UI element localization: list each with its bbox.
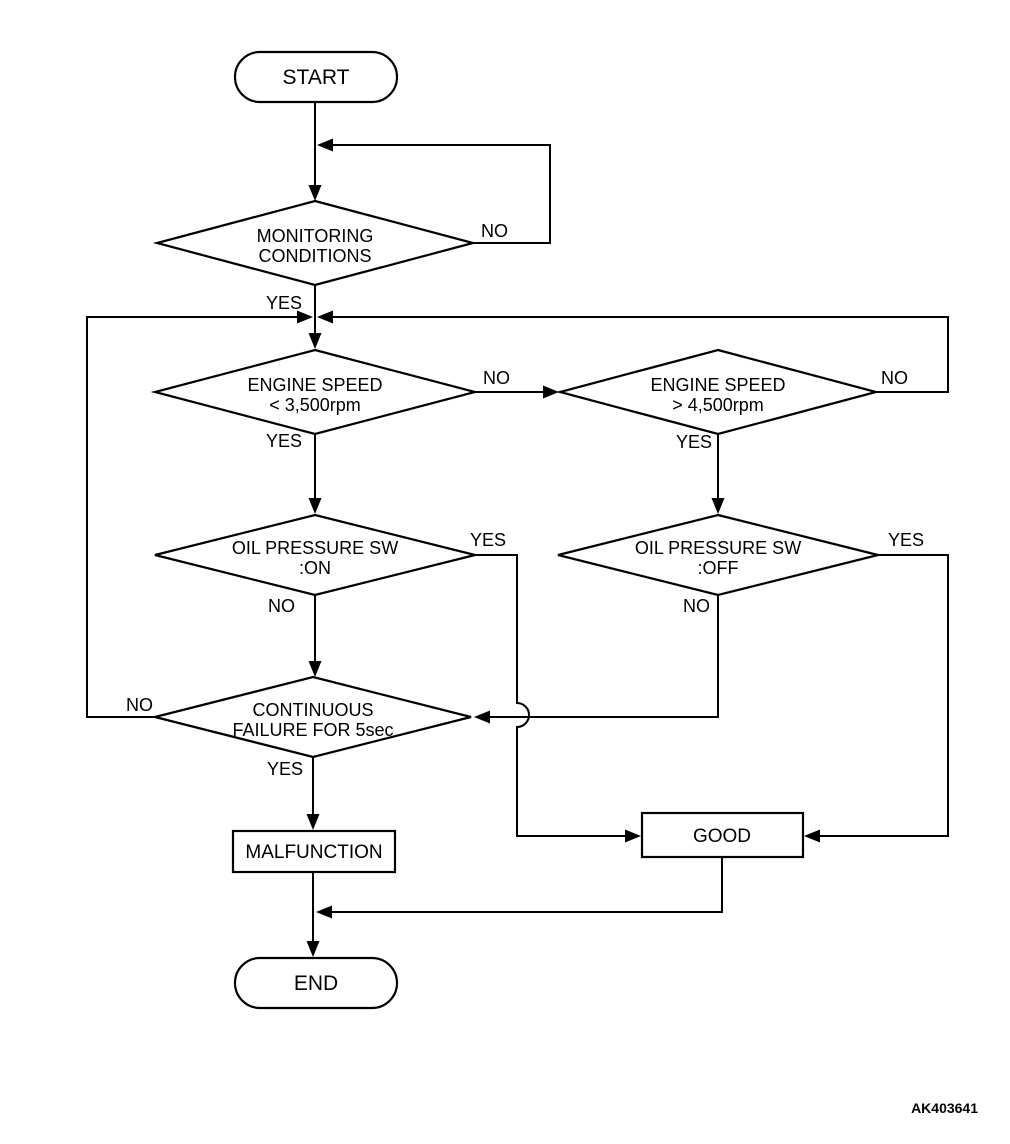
edge-monitoring-no-loop bbox=[333, 144, 551, 244]
engine-high-label-line1: ENGINE SPEED bbox=[650, 375, 785, 395]
label-engine-low-yes: YES bbox=[266, 431, 302, 451]
arrowhead-into-oil-off bbox=[711, 498, 725, 514]
edge-good-to-merge bbox=[332, 857, 723, 913]
arrowhead-into-engine-low bbox=[308, 333, 322, 349]
engine-high-label-line2: > 4,500rpm bbox=[672, 395, 764, 415]
arrowhead-into-oil-on bbox=[308, 498, 322, 514]
engine-low-diamond-shape bbox=[150, 348, 480, 436]
label-engine-high-no: NO bbox=[881, 368, 908, 388]
label-engine-high-yes: YES bbox=[676, 432, 712, 452]
engine-low-label-line2: < 3,500rpm bbox=[269, 395, 361, 415]
engine-high-diamond-shape bbox=[555, 348, 881, 436]
oil-off-label-line2: :OFF bbox=[698, 558, 739, 578]
edge-oil-off-no bbox=[490, 595, 719, 718]
figure-code: AK403641 bbox=[911, 1100, 978, 1116]
arrowhead-good-merge bbox=[316, 905, 332, 919]
arrowhead-into-continuous-right bbox=[474, 710, 490, 724]
edge-labels: NO YES NO YES NO YES YES NO YES NO NO YE… bbox=[126, 221, 924, 779]
arrowhead-into-malfunction bbox=[306, 814, 320, 830]
continuous-label-line2: FAILURE FOR 5sec bbox=[232, 720, 393, 740]
arrowhead-into-good-left bbox=[625, 829, 641, 843]
arrowhead-into-good-right bbox=[804, 829, 820, 843]
oil-on-diamond-shape bbox=[154, 513, 476, 597]
arrowhead-no-loop-merge bbox=[317, 138, 333, 152]
engine-low-label-line1: ENGINE SPEED bbox=[247, 375, 382, 395]
node-texts: START MONITORING CONDITIONS ENGINE SPEED… bbox=[232, 66, 801, 995]
good-box-label: GOOD bbox=[693, 826, 751, 847]
arrowheads bbox=[297, 138, 820, 957]
monitoring-label-line2: CONDITIONS bbox=[258, 246, 371, 266]
label-monitoring-yes: YES bbox=[266, 293, 302, 313]
label-oil-off-yes: YES bbox=[888, 530, 924, 550]
oil-off-label-line1: OIL PRESSURE SW bbox=[635, 538, 801, 558]
label-oil-on-no: NO bbox=[268, 596, 295, 616]
monitoring-diamond-shape bbox=[152, 199, 478, 287]
arrowhead-into-continuous-top bbox=[308, 661, 322, 677]
edge-oil-off-yes bbox=[820, 554, 949, 837]
malfunction-box-label: MALFUNCTION bbox=[245, 842, 382, 863]
good-box-shape bbox=[640, 811, 805, 859]
malfunction-box-shape bbox=[231, 829, 397, 874]
label-oil-off-no: NO bbox=[683, 596, 710, 616]
monitoring-label-line1: MONITORING bbox=[257, 226, 374, 246]
edge-oil-on-yes-bridge bbox=[475, 554, 625, 837]
oil-on-label-line2: :ON bbox=[299, 558, 331, 578]
arrowhead-junction-left bbox=[297, 310, 313, 324]
start-terminal-shape bbox=[233, 50, 399, 104]
continuous-diamond-shape bbox=[154, 675, 472, 759]
start-terminal-label: START bbox=[283, 66, 350, 89]
label-continuous-no: NO bbox=[126, 695, 153, 715]
end-terminal-shape bbox=[233, 956, 399, 1010]
oil-on-label-line1: OIL PRESSURE SW bbox=[232, 538, 398, 558]
arrowhead-junction-right bbox=[317, 310, 333, 324]
edges bbox=[86, 102, 949, 941]
arrowhead-into-end bbox=[306, 941, 320, 957]
label-monitoring-no: NO bbox=[481, 221, 508, 241]
arrowhead-into-monitoring bbox=[308, 185, 322, 201]
label-engine-low-no: NO bbox=[483, 368, 510, 388]
node-shapes bbox=[150, 50, 881, 1010]
oil-off-diamond-shape bbox=[557, 513, 879, 597]
label-continuous-yes: YES bbox=[267, 759, 303, 779]
end-terminal-label: END bbox=[294, 972, 338, 995]
edge-engine-high-no-rail bbox=[333, 316, 949, 393]
continuous-label-line1: CONTINUOUS bbox=[253, 700, 374, 720]
edge-continuous-no-rail bbox=[86, 316, 297, 718]
arrowhead-into-engine-high bbox=[543, 385, 559, 399]
label-oil-on-yes: YES bbox=[470, 530, 506, 550]
